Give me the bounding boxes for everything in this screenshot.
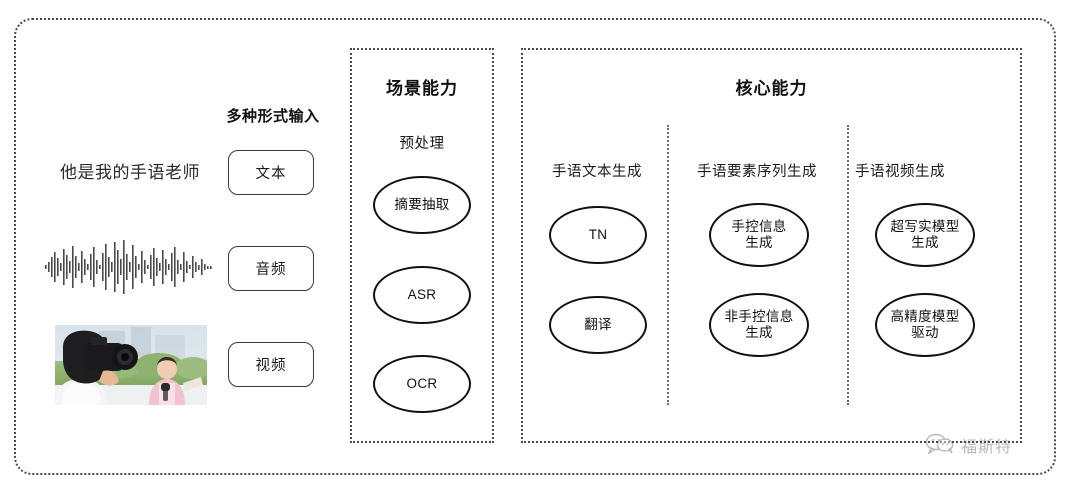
scene-node-summary-label: 摘要抽取 <box>394 196 450 212</box>
core-column-2-label: 手语要素序列生成 <box>697 164 817 180</box>
input-modality-text-label: 文本 <box>255 166 287 182</box>
scene-node-asr-label: ASR <box>407 286 437 302</box>
core-column-divider-1 <box>667 125 669 405</box>
core-node-photoreal-model[interactable]: 超写实模型 生成 <box>875 203 975 267</box>
input-modality-video[interactable]: 视频 <box>228 342 314 387</box>
scene-node-summary[interactable]: 摘要抽取 <box>373 176 471 234</box>
input-modality-audio[interactable]: 音频 <box>228 246 314 291</box>
wechat-bubbles-icon <box>925 432 955 459</box>
scene-capability-panel: 场景能力 <box>350 48 494 443</box>
scene-node-ocr[interactable]: OCR <box>373 355 471 413</box>
scene-node-ocr-label: OCR <box>406 375 438 391</box>
core-node-translate[interactable]: 翻译 <box>549 296 647 354</box>
diagram-outer-frame <box>14 18 1056 475</box>
core-column-1-label: 手语文本生成 <box>552 164 642 180</box>
core-node-tn[interactable]: TN <box>549 206 647 264</box>
scene-node-asr[interactable]: ASR <box>373 266 471 324</box>
core-node-highprecision-model-label: 高精度模型 驱动 <box>890 308 960 340</box>
core-column-divider-2 <box>847 125 849 405</box>
watermark-text: 福斯特 <box>961 437 1013 456</box>
input-modality-audio-label: 音频 <box>255 262 287 278</box>
core-node-nonmanual-features-label: 非手控信息 生成 <box>724 308 794 340</box>
video-thumbnail-icon <box>55 325 207 405</box>
input-modality-text[interactable]: 文本 <box>228 150 314 195</box>
core-node-highprecision-model[interactable]: 高精度模型 驱动 <box>875 293 975 357</box>
watermark: 福斯特 <box>925 430 1012 460</box>
audio-waveform-icon <box>45 238 213 296</box>
core-capability-panel: 核心能力 <box>521 48 1022 443</box>
core-column-3-label: 手语视频生成 <box>855 164 945 180</box>
core-panel-title: 核心能力 <box>735 79 808 98</box>
input-modality-video-label: 视频 <box>255 358 287 374</box>
scene-panel-title: 场景能力 <box>386 79 458 98</box>
core-node-manual-features-label: 手控信息 生成 <box>731 218 787 250</box>
core-node-manual-features[interactable]: 手控信息 生成 <box>709 203 809 267</box>
core-node-nonmanual-features[interactable]: 非手控信息 生成 <box>709 293 809 357</box>
input-section-heading: 多种形式输入 <box>226 108 320 125</box>
scene-group-label: 预处理 <box>399 136 445 152</box>
core-node-translate-label: 翻译 <box>584 316 612 332</box>
core-node-photoreal-model-label: 超写实模型 生成 <box>890 218 960 250</box>
core-node-tn-label: TN <box>588 226 608 242</box>
input-text-sample: 他是我的手语老师 <box>60 163 200 182</box>
